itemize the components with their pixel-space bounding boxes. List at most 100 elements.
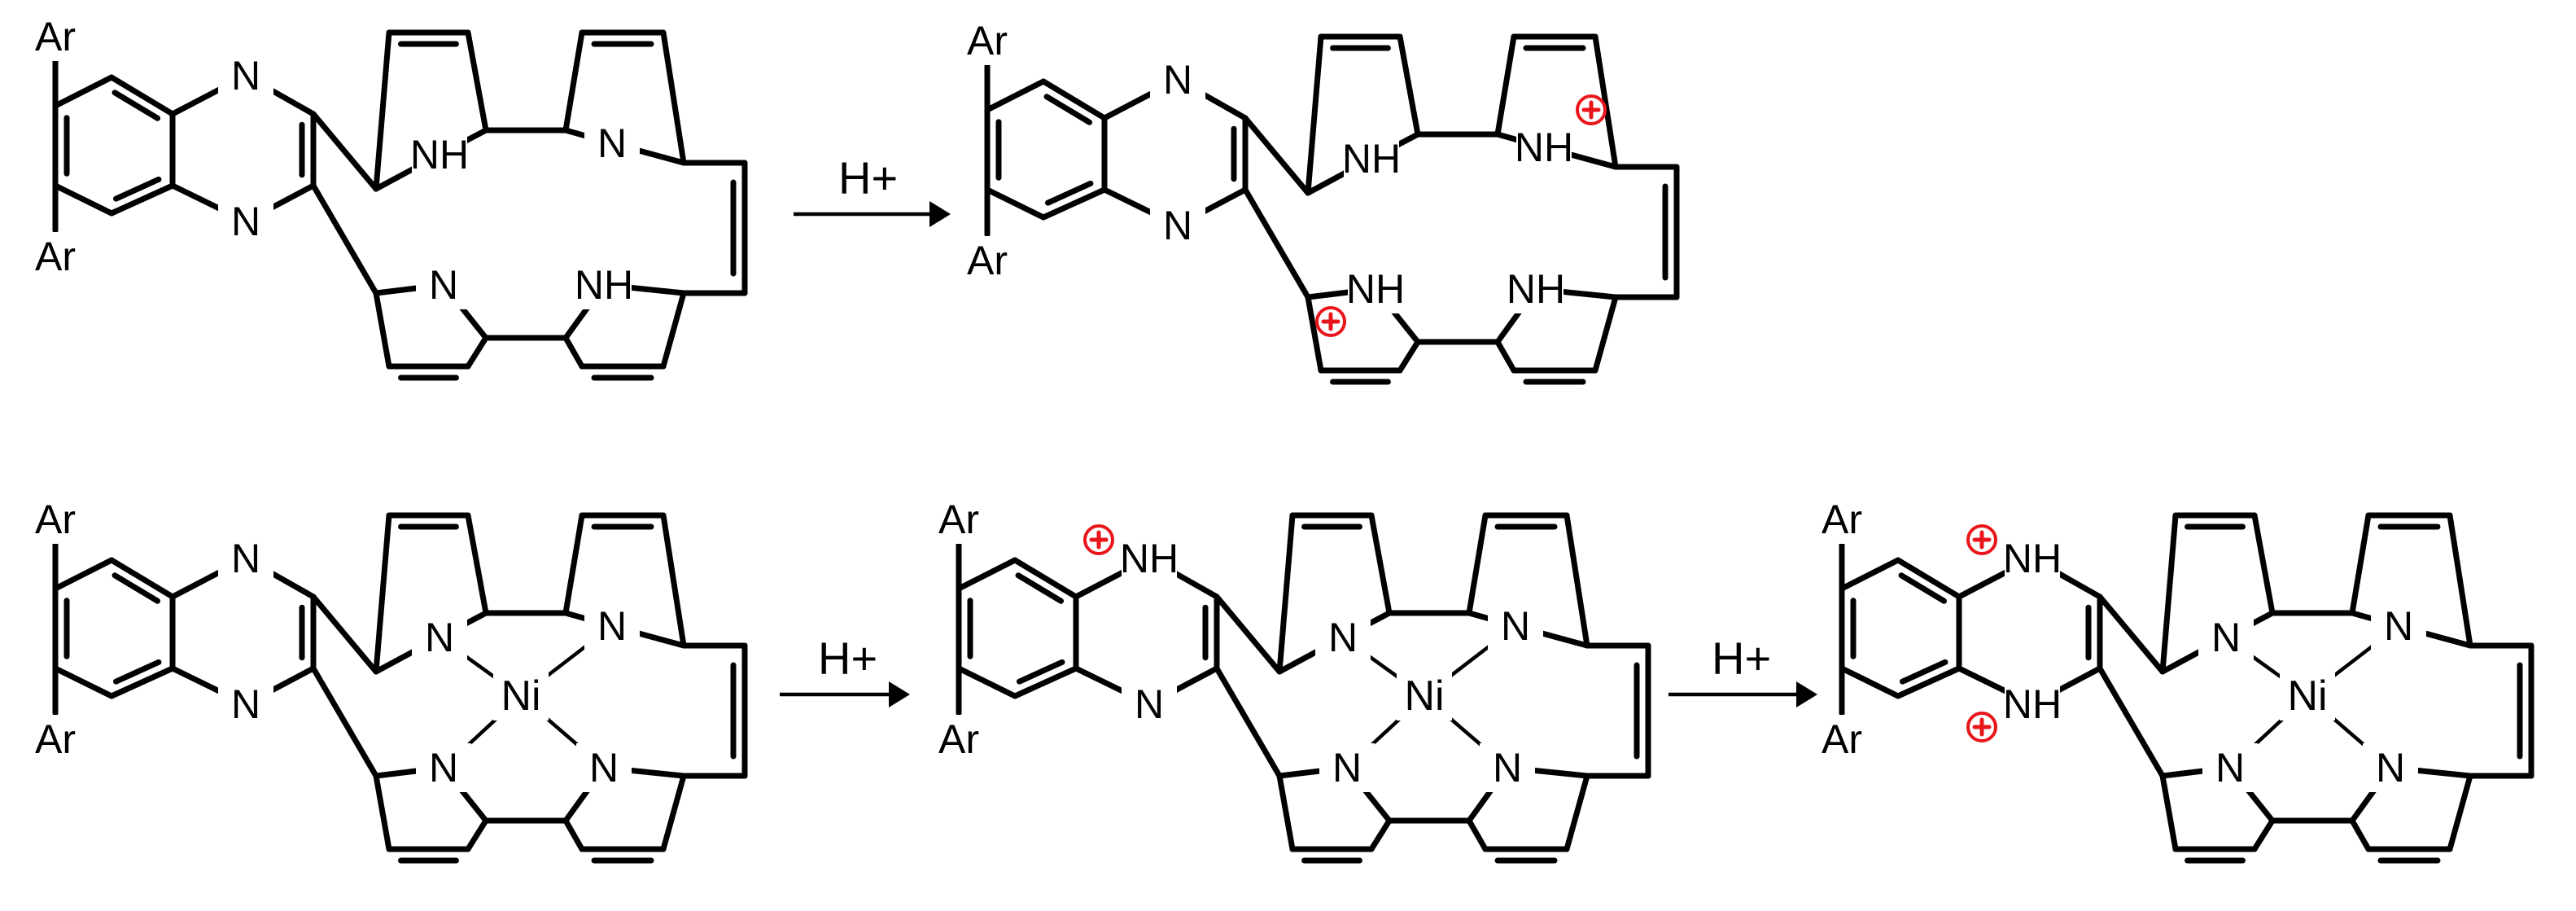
atom-label-n-tr: N: [1501, 603, 1530, 649]
atom-label-n-tl: NH: [1342, 136, 1401, 182]
atom-label-n-tl: NH: [410, 132, 469, 177]
bond-line: [956, 557, 1018, 592]
atom-label-n-tr: N: [597, 603, 627, 649]
bond-line: [1466, 817, 1489, 852]
atom-label-n-bl: N: [429, 745, 458, 791]
bond-line: [562, 512, 585, 616]
reagent-label: H+: [838, 152, 898, 204]
bond-line: [108, 557, 176, 600]
reagent-label: H+: [818, 633, 877, 684]
atom-label-n-quin-top: N: [231, 53, 260, 99]
atom-label-n-quin-bot: N: [231, 681, 260, 727]
bond-line: [1895, 665, 1962, 699]
double-bond-line: [112, 659, 162, 685]
bond-line: [310, 111, 379, 192]
bond-line: [373, 512, 392, 675]
bond-line: [1214, 593, 1283, 675]
atom-label-n-quin-top: NH: [1120, 536, 1179, 581]
bond-line: [373, 290, 392, 370]
bond-line: [1368, 817, 1393, 852]
positive-charge-icon: [1576, 94, 1607, 125]
bond-line: [1397, 33, 1421, 138]
bond-line: [1592, 294, 1619, 374]
positive-charge-icon: [1966, 712, 1997, 742]
double-bond-line: [1898, 572, 1948, 604]
atom-label-n-quin-top: N: [231, 536, 260, 581]
bond-line: [562, 29, 585, 134]
atom-label-n-bl: N: [1332, 745, 1362, 791]
bond-line: [1397, 339, 1421, 374]
bond-line: [984, 186, 1047, 221]
bond-line: [1214, 665, 1283, 779]
bond-line: [2349, 817, 2372, 852]
bond-line: [1305, 294, 1324, 374]
atom-label-ar-top: Ar: [35, 14, 76, 59]
atom-label-ar-top: Ar: [938, 497, 979, 542]
atom-label-ar-bot: Ar: [35, 716, 76, 762]
reaction-arrow-2: H+: [780, 633, 910, 707]
bond-line: [1012, 665, 1079, 699]
double-bond-line: [1016, 659, 1065, 685]
atom-label-n-quin-bot: NH: [2003, 681, 2062, 727]
atom-label-ar-bot: Ar: [35, 234, 76, 279]
bond-line: [660, 290, 687, 370]
atom-label-n-tr: NH: [1515, 125, 1573, 170]
bond-line: [2447, 512, 2473, 649]
bond-line: [562, 817, 585, 852]
atom-label-ar-bot: Ar: [938, 716, 979, 762]
atom-label-ar-top: Ar: [967, 18, 1008, 64]
atom-label-metal: Ni: [501, 672, 540, 720]
bond-line: [1040, 78, 1108, 121]
bond-line: [373, 773, 392, 852]
bond-line: [2251, 512, 2276, 616]
atom-label-n-br: NH: [575, 262, 633, 308]
double-bond-line: [112, 90, 161, 121]
double-bond-line: [112, 572, 161, 604]
bond-line: [52, 74, 115, 109]
reaction-arrow-1: H+: [794, 152, 951, 227]
atom-label-ar-top: Ar: [35, 497, 76, 542]
bond-line: [2097, 593, 2166, 675]
atom-label-n-tl: N: [2211, 615, 2241, 660]
bond-line: [52, 665, 115, 699]
atom-label-n-br: NH: [1507, 266, 1565, 312]
bond-line: [1242, 186, 1311, 300]
bond-line: [108, 182, 176, 217]
bond-line: [465, 817, 489, 852]
double-bond-line: [112, 176, 162, 202]
bond-line: [1242, 115, 1311, 196]
atom-label-n-quin-bot: N: [231, 199, 260, 244]
atom-label-n-br: N: [2376, 745, 2405, 791]
double-bond-line: [1043, 94, 1093, 125]
bond-line: [1494, 339, 1517, 374]
bond-line: [660, 773, 687, 852]
bond-line: [108, 74, 176, 117]
bond-line: [1040, 186, 1108, 221]
bond-line: [1895, 557, 1962, 600]
atom-label-ar-bot: Ar: [1822, 716, 1862, 762]
atom-label-n-tl: N: [425, 615, 454, 660]
atom-label-n-quin-top: N: [1163, 57, 1192, 103]
atom-label-ar-bot: Ar: [967, 238, 1008, 283]
bond-line: [1276, 512, 1296, 675]
bond-line: [1466, 512, 1489, 616]
atom-label-metal: Ni: [1404, 672, 1444, 720]
bond-line: [660, 512, 687, 649]
bond-line: [1839, 665, 1901, 699]
bond-line: [2349, 512, 2372, 616]
bond-line: [310, 665, 379, 779]
bond-line: [1368, 512, 1393, 616]
atom-label-n-br: N: [589, 745, 619, 791]
bond-line: [2159, 512, 2179, 675]
bond-line: [52, 182, 115, 217]
bond-line: [310, 593, 379, 675]
bond-line: [1592, 33, 1619, 170]
atom-label-n-tl: N: [1328, 615, 1358, 660]
atom-label-metal: Ni: [2287, 672, 2327, 720]
bond-line: [373, 29, 392, 192]
positive-charge-icon: [1083, 524, 1114, 555]
bond-line: [52, 557, 115, 592]
bond-line: [2447, 773, 2473, 852]
